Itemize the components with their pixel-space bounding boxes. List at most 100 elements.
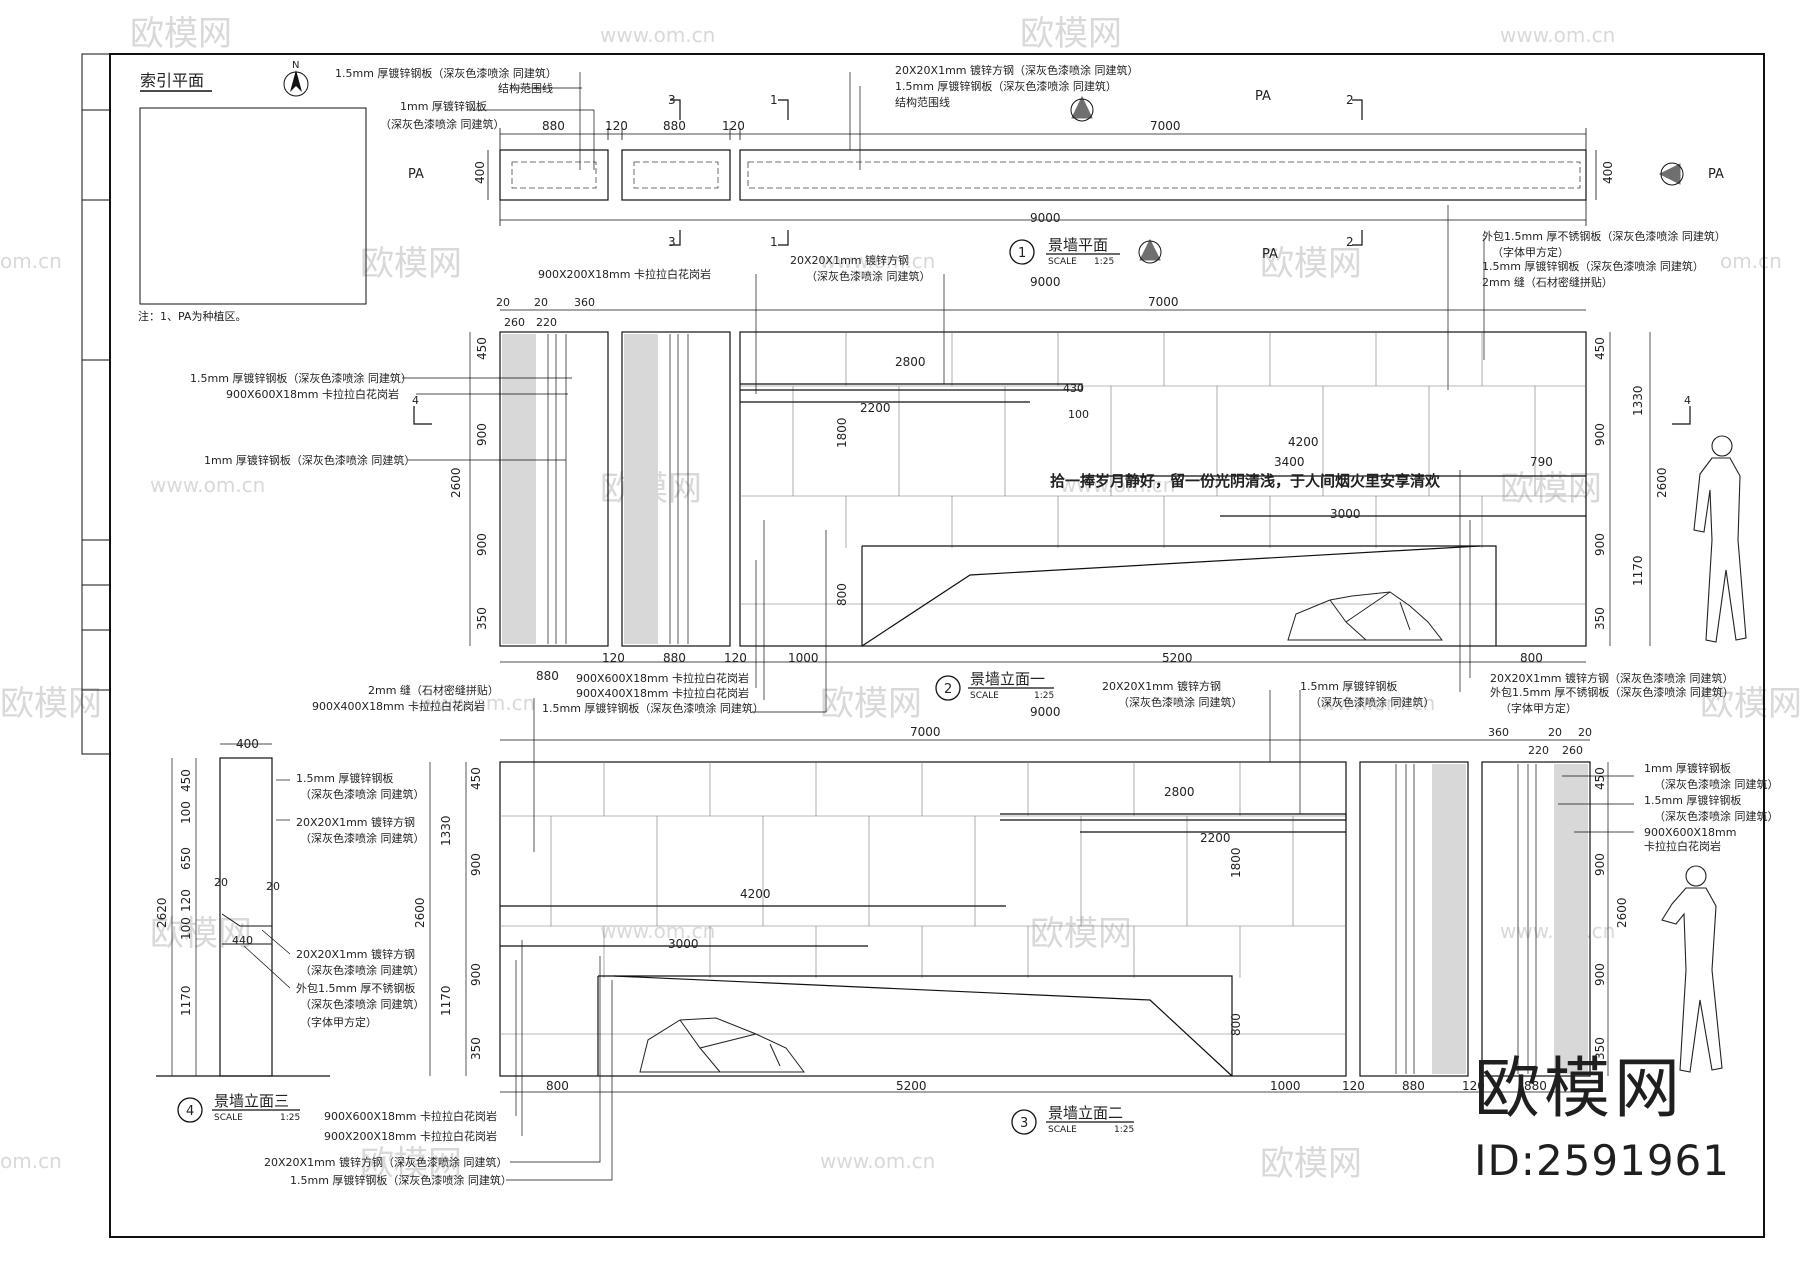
- elev3-dim: 440: [232, 934, 253, 947]
- watermark-url: om.cn: [0, 1149, 62, 1173]
- elev3-dim: 1170: [179, 985, 193, 1016]
- elev1-granite-strip: [502, 334, 536, 644]
- elev1-dim: 880: [536, 669, 559, 683]
- plan-note: 1mm 厚镀锌钢板: [400, 99, 487, 113]
- index-plan-title: 索引平面: [140, 71, 204, 90]
- watermark-brand: 欧模网: [1020, 14, 1122, 54]
- plan-note: 结构范围线: [895, 95, 950, 109]
- elev1-dim: 450: [1593, 337, 1607, 360]
- watermark-url: www.om.cn: [600, 23, 715, 47]
- elev3-scale: 1:25: [280, 1113, 300, 1123]
- elev1-dim: 20: [534, 296, 548, 309]
- elev1-title: 景墙立面一: [970, 670, 1045, 688]
- elev2-note: 900X400X18mm 卡拉拉白花岗岩: [312, 699, 485, 713]
- elev2-note: 1mm 厚镀锌钢板: [1644, 761, 1731, 775]
- elev1-dim: 900: [1593, 423, 1607, 446]
- elev2-dim: 120: [1342, 1079, 1365, 1093]
- watermark-url: www.om.cn: [820, 249, 935, 273]
- elev1-dim: 5200: [1162, 651, 1193, 665]
- elev2-note: （深灰色漆喷涂 同建筑）: [1654, 809, 1779, 823]
- elev1-dim: 260: [504, 316, 525, 329]
- elev1-note: 20X20X1mm 镀锌方钢（深灰色漆喷涂 同建筑）: [1490, 671, 1734, 685]
- elev2-dim: 20: [1578, 726, 1592, 739]
- watermark-url: www.om.cn: [820, 1149, 935, 1173]
- elev1-pier-1: [499, 331, 609, 647]
- elev1-note: 1mm 厚镀锌钢板（深灰色漆喷涂 同建筑）: [204, 453, 415, 467]
- elev1-dim: 360: [574, 296, 595, 309]
- elev1-slogan: 拾一捧岁月静好，留一份光阴清浅，于人间烟火里安享清欢: [1050, 472, 1441, 490]
- plan-wall: [739, 149, 1587, 201]
- elev2-dim: 450: [469, 767, 483, 790]
- elev2-dim: 900: [469, 853, 483, 876]
- elev3-note: （深灰色漆喷涂 同建筑）: [300, 831, 425, 845]
- elev2-dim: 880: [1402, 1079, 1425, 1093]
- elev1-note: 900X400X18mm 卡拉拉白花岗岩: [576, 686, 749, 700]
- elev2-note: 20X20X1mm 镀锌方钢: [1102, 679, 1221, 693]
- elev2-dim: 2600: [413, 897, 427, 928]
- watermark-brand: 欧模网: [1500, 469, 1602, 509]
- elev1-dim: 9000: [1030, 275, 1061, 289]
- plan-title-bubble: [1009, 239, 1035, 265]
- elev1-note: 1.5mm 厚镀锌钢板（深灰色漆喷涂 同建筑）: [190, 371, 412, 385]
- plan-note: 2mm 缝（石材密缝拼贴）: [1482, 275, 1613, 289]
- index-plan-pa: PA: [408, 167, 424, 182]
- plan-section-mark: 1: [770, 235, 778, 249]
- elev2-dim: 1170: [439, 985, 453, 1016]
- person-figure-icon: [1661, 865, 1723, 1073]
- elev2-dim: 7000: [910, 725, 941, 739]
- watermark-url: om.cn: [0, 249, 62, 273]
- watermark-layer: 欧模网 www.om.cn 欧模网 www.om.cn om.cn 欧模网 ww…: [0, 14, 1800, 1184]
- elevation-2: 9000 7000 2800 2200 4200 3000 360 220 26…: [264, 679, 1779, 1187]
- plan-section-mark: 1: [770, 93, 778, 107]
- elev1-number: 2: [944, 682, 952, 697]
- elev3-note: （深灰色漆喷涂 同建筑）: [300, 787, 425, 801]
- elev3-dim: 400: [236, 737, 259, 751]
- elev3-note: （深灰色漆喷涂 同建筑）: [300, 997, 425, 1011]
- elev2-dim: 1000: [1270, 1079, 1301, 1093]
- elev2-dim: 20: [1548, 726, 1562, 739]
- watermark-brand: 欧模网: [150, 914, 252, 954]
- elev3-title-bubble: [177, 1097, 203, 1123]
- rock-icon: [639, 1017, 805, 1073]
- watermark-brand: 欧模网: [130, 14, 232, 54]
- watermark-brand: 欧模网: [820, 684, 922, 724]
- plan-dim-total: 9000: [1030, 211, 1061, 225]
- plan-pa-right: PA: [1708, 167, 1724, 182]
- elev2-granite-strip: [1432, 764, 1466, 1074]
- elev1-dim: 1170: [1631, 555, 1645, 586]
- elev1-dim: 7000: [1148, 295, 1179, 309]
- elev1-note: 20X20X1mm 镀锌方钢: [790, 253, 909, 267]
- elev2-dim: 2200: [1200, 831, 1231, 845]
- elev2-dim: 4200: [740, 887, 771, 901]
- elev2-note: （深灰色漆喷涂 同建筑）: [1310, 695, 1435, 709]
- elev1-dim: 1330: [1631, 385, 1645, 416]
- plan-dim-height: 400: [473, 161, 487, 184]
- watermark-url: www.om.cn: [150, 473, 265, 497]
- elev2-pier-1: [1359, 761, 1469, 1077]
- elev1-dim: 350: [475, 607, 489, 630]
- elev2-dim: 2800: [1164, 785, 1195, 799]
- plan-section-mark: 2: [1346, 93, 1354, 107]
- plan-scale: 1:25: [1094, 257, 1114, 267]
- elev1-note: （深灰色漆喷涂 同建筑）: [806, 269, 931, 283]
- elev1-dim: 1000: [788, 651, 819, 665]
- elev2-note: 2mm 缝（石材密缝拼贴）: [368, 683, 499, 697]
- elev1-dim: 2600: [449, 467, 463, 498]
- elev1-title-bubble: [935, 675, 961, 701]
- plan-note: （深灰色漆喷涂 同建筑）: [380, 117, 505, 131]
- plan-number: 1: [1018, 246, 1026, 261]
- elev3-number: 4: [186, 1104, 194, 1119]
- elev1-scale-label: SCALE: [970, 691, 999, 701]
- plan-note: （字体甲方定）: [1492, 245, 1569, 259]
- plan-section-mark: 2: [1346, 235, 1354, 249]
- watermark-brand: 欧模网: [1700, 684, 1800, 724]
- elev2-dim: 800: [1229, 1013, 1243, 1036]
- elev3-note: 1.5mm 厚镀锌钢板: [296, 771, 393, 785]
- elev1-note: 外包1.5mm 厚不锈钢板（深灰色漆喷涂 同建筑）: [1490, 685, 1734, 699]
- elev1-dim: 800: [835, 583, 849, 606]
- elevation-3: 400 450 100 650 120 100 1170 2620 20 20 …: [155, 737, 425, 1123]
- elev2-dim: 350: [469, 1037, 483, 1060]
- elev1-dim: 4200: [1288, 435, 1319, 449]
- watermark-url: om.cn: [1720, 249, 1782, 273]
- elev1-note: 900X200X18mm 卡拉拉白花岗岩: [538, 267, 711, 281]
